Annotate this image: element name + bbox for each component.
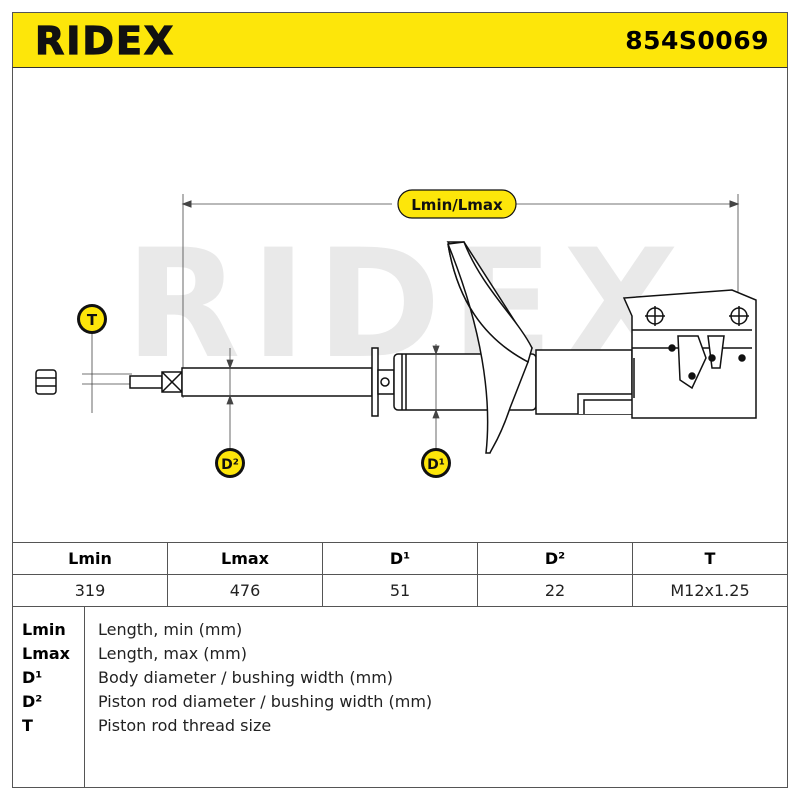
spec-value-lmin: 319 (12, 574, 168, 607)
length-badge: Lmin/Lmax (397, 189, 517, 219)
strut-body (371, 241, 757, 454)
legend-key: D² (22, 692, 43, 711)
spec-value-t: M12x1.25 (632, 574, 788, 607)
legend-item: T Piston rod thread size (12, 716, 788, 740)
legend-item: D¹ Body diameter / bushing width (mm) (12, 668, 788, 692)
thread-dimension (82, 330, 132, 413)
length-dimension (181, 194, 740, 398)
thread-label: T (87, 311, 98, 329)
legend-desc: Piston rod thread size (98, 716, 272, 735)
legend-key: T (22, 716, 33, 735)
rod-diameter-badge: D² (215, 448, 245, 478)
length-label: Lmin/Lmax (411, 196, 503, 214)
spec-value-row: 319 476 51 22 M12x1.25 (12, 574, 788, 607)
body-diameter-badge: D¹ (421, 448, 451, 478)
legend-desc: Length, min (mm) (98, 620, 243, 639)
spec-header-d1: D¹ (322, 542, 478, 575)
legend-desc: Length, max (mm) (98, 644, 247, 663)
svg-text:RIDEX: RIDEX (35, 21, 175, 61)
body-diameter-label: D¹ (427, 457, 445, 473)
part-number: 854S0069 (625, 26, 769, 55)
piston-rod (129, 367, 373, 397)
legend-divider (84, 606, 85, 788)
spec-header-lmin: Lmin (12, 542, 168, 575)
spec-value-d1: 51 (322, 574, 478, 607)
body-diameter-dimension (432, 344, 440, 453)
legend-item: D² Piston rod diameter / bushing width (… (12, 692, 788, 716)
spec-value-lmax: 476 (167, 574, 323, 607)
rod-diameter-label: D² (221, 457, 239, 473)
technical-drawing: RIDEX Lmin/Lmax T (12, 68, 788, 543)
legend-item: Lmax Length, max (mm) (12, 644, 788, 668)
thread-badge: T (77, 304, 107, 334)
spec-value-d2: 22 (477, 574, 633, 607)
rod-diameter-dimension (226, 348, 234, 448)
legend: Lmin Length, min (mm) Lmax Length, max (… (12, 606, 788, 788)
spec-header-d2: D² (477, 542, 633, 575)
legend-key: Lmin (22, 620, 66, 639)
spec-header-t: T (632, 542, 788, 575)
legend-item: Lmin Length, min (mm) (12, 620, 788, 644)
spec-table: Lmin Lmax D¹ D² T 319 476 51 22 M12x1.25 (12, 542, 788, 607)
legend-desc: Body diameter / bushing width (mm) (98, 668, 394, 687)
legend-key: Lmax (22, 644, 70, 663)
spec-header-lmax: Lmax (167, 542, 323, 575)
legend-key: D¹ (22, 668, 43, 687)
spec-header-row: Lmin Lmax D¹ D² T (12, 542, 788, 575)
nut-icon (35, 369, 57, 395)
shock-absorber-diagram: RIDEX Lmin/Lmax T (35, 189, 757, 478)
legend-desc: Piston rod diameter / bushing width (mm) (98, 692, 433, 711)
ridex-logo: RIDEX (35, 21, 175, 61)
header-bar: RIDEX 854S0069 (12, 12, 788, 68)
